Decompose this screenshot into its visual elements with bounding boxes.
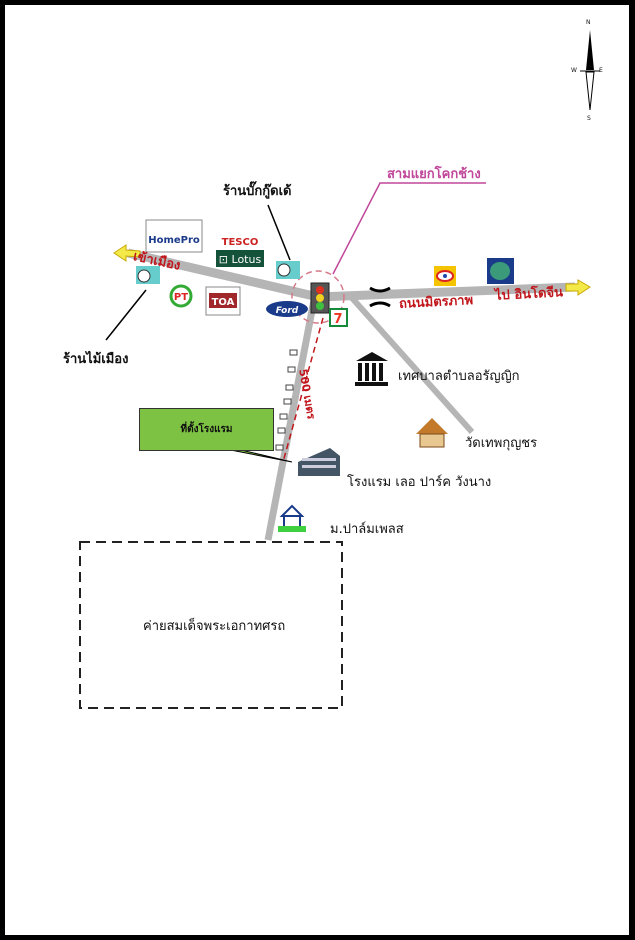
compass-s: S bbox=[587, 115, 591, 122]
arrow-east-icon bbox=[565, 279, 591, 296]
road-south bbox=[264, 299, 318, 541]
map-roads: PT 7 Ford HomePro TESCO ⊡ Lotus TOA bbox=[79, 30, 600, 709]
hotel-label: โรงแรม เลอ ปาร์ค วังนาง bbox=[347, 475, 492, 490]
pt-logo-icon: PT bbox=[169, 284, 193, 308]
road-east bbox=[317, 282, 576, 302]
shop-icon bbox=[136, 266, 160, 284]
camp-label: ค่ายสมเด็จพระเอกาทศรถ bbox=[143, 619, 286, 634]
arrow-west-icon bbox=[113, 244, 141, 262]
tesco-lotus-logo-icon: TESCO ⊡ Lotus bbox=[216, 234, 264, 267]
svg-text:TOA: TOA bbox=[212, 297, 235, 308]
hotel-callout: ที่ตั้งโรงแรม bbox=[139, 408, 274, 451]
camp-area bbox=[79, 541, 343, 709]
shop-wood-label: ร้านไม้เมือง bbox=[63, 352, 129, 367]
svg-text:TESCO: TESCO bbox=[222, 237, 259, 248]
house-markers bbox=[275, 349, 298, 451]
road-name-label: ถนนมิตรภาพ bbox=[398, 293, 474, 312]
temple-label: วัดเทพกุญชร bbox=[465, 436, 538, 451]
junction-circle bbox=[291, 270, 345, 324]
road-west bbox=[126, 248, 320, 302]
map-sheet: PT 7 Ford HomePro TESCO ⊡ Lotus TOA N W E… bbox=[5, 5, 629, 935]
susco-logo-icon bbox=[434, 266, 456, 286]
svg-text:⊡ Lotus: ⊡ Lotus bbox=[219, 253, 262, 266]
ford-logo-icon: Ford bbox=[266, 301, 308, 317]
bangchak-logo-icon bbox=[487, 258, 514, 284]
distance-line bbox=[282, 317, 324, 463]
homepro-logo-icon: HomePro bbox=[145, 219, 203, 253]
hotel-building-icon bbox=[298, 448, 340, 476]
municipality-label: เทศบาลตำบลอรัญญิก bbox=[398, 369, 520, 384]
village-icon bbox=[278, 504, 306, 532]
seven-eleven-logo-icon: 7 bbox=[329, 308, 348, 327]
compass-n: N bbox=[586, 19, 591, 26]
svg-text:Ford: Ford bbox=[276, 306, 299, 316]
compass-w: W bbox=[571, 67, 577, 74]
compass-e: E bbox=[599, 67, 603, 74]
to-indochina-label: ไป อินโดจีน bbox=[494, 285, 564, 304]
svg-text:HomePro: HomePro bbox=[148, 235, 200, 246]
bridge-icon bbox=[369, 286, 391, 308]
temple-icon bbox=[416, 418, 448, 448]
svg-text:7: 7 bbox=[333, 312, 342, 327]
svg-text:PT: PT bbox=[174, 292, 188, 303]
compass-icon bbox=[580, 30, 600, 111]
municipality-icon bbox=[355, 352, 388, 386]
shop-bigku-label: ร้านบั๊กกู๊ดเด้ bbox=[223, 184, 292, 199]
toa-logo-icon: TOA bbox=[205, 286, 241, 316]
village-label: ม.ปาล์มเพลส bbox=[330, 522, 404, 537]
junction-pointer bbox=[332, 182, 486, 275]
junction-label: สามแยกโคกช้าง bbox=[387, 167, 481, 182]
shop-icon bbox=[276, 261, 300, 279]
hotel-callout-text: ที่ตั้งโรงแรม bbox=[180, 424, 233, 435]
road-southeast bbox=[349, 295, 475, 435]
